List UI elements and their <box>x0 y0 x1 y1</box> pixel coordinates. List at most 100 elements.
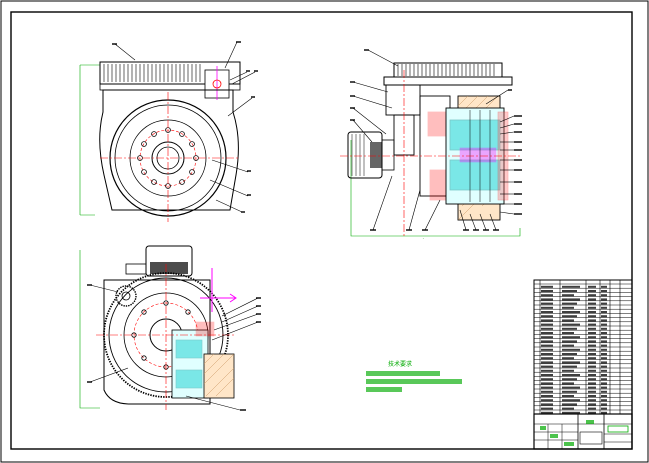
parts-list-cell-text <box>541 319 553 322</box>
parts-list-cell-text <box>562 319 574 322</box>
parts-list-cell-text <box>541 290 553 292</box>
parts-list-cell-text <box>541 382 553 385</box>
parts-list-cell-text <box>588 323 596 326</box>
parts-list-cell-text <box>588 386 596 389</box>
parts-list-cell-text <box>601 407 607 410</box>
mounting-plate-hatch <box>103 64 201 82</box>
parts-list <box>533 279 633 415</box>
parts-list-cell-text <box>588 395 596 397</box>
parts-list-cell-text <box>562 294 574 297</box>
bottom-section-hub <box>171 329 209 399</box>
parts-list-cell-text <box>541 298 553 301</box>
parts-list-cell-text <box>541 311 553 313</box>
parts-list-cell-text <box>562 311 580 313</box>
section-view-dimension-lines <box>350 140 521 237</box>
wheel-housing <box>99 89 239 211</box>
direction-arrow <box>200 268 237 312</box>
parts-list-cell-text <box>588 340 596 343</box>
parts-list-cell-text <box>541 323 553 326</box>
parts-list-cell-text <box>562 399 580 402</box>
parts-list-cell-text <box>541 336 553 339</box>
parts-list-cell-text <box>601 285 607 288</box>
parts-list-cell-text <box>541 361 553 364</box>
parts-list-cell-text <box>541 357 553 360</box>
parts-list-cell-text <box>601 348 607 351</box>
parts-list-cell-text <box>562 361 580 364</box>
parts-list-cell-text <box>541 386 553 389</box>
parts-list-cell-text <box>601 311 607 313</box>
parts-list-cell-text <box>601 361 607 364</box>
parts-list-cell-text <box>601 319 607 322</box>
parts-list-cell-text <box>562 290 577 292</box>
bottom-leaders <box>89 284 259 411</box>
parts-list-cell-text <box>588 357 596 360</box>
bottom-leader-ticks <box>87 284 261 411</box>
parts-list-cell-text <box>601 365 607 368</box>
front-leader-ticks <box>112 41 258 213</box>
parts-list-cell-text <box>601 353 607 355</box>
parts-list-cell-text <box>588 294 596 297</box>
parts-list-cell-text <box>541 327 553 330</box>
section-view: · <box>340 49 522 241</box>
parts-list-cell-text <box>562 302 577 305</box>
parts-list-cell-text <box>601 332 607 334</box>
tech-req-line-1 <box>366 371 440 376</box>
parts-list-cell-text <box>588 382 596 385</box>
parts-list-cell-text <box>601 315 607 318</box>
parts-list-cell-text <box>541 332 553 334</box>
parts-list-cell-text <box>601 357 607 360</box>
parts-list-cell-text <box>601 369 607 372</box>
parts-list-cell-text <box>562 407 574 410</box>
parts-list-cell-text <box>541 294 553 297</box>
parts-list-cell-text <box>562 382 574 385</box>
bottom-motor <box>145 245 193 277</box>
parts-list-cell-text <box>562 411 580 414</box>
parts-list-cell-text <box>588 390 596 393</box>
parts-list-cell-text <box>588 353 596 355</box>
front-leaders <box>114 41 256 213</box>
parts-list-cell-text <box>588 369 596 372</box>
parts-list-cell-text <box>541 378 553 381</box>
parts-list-cell-text <box>541 369 553 372</box>
bottom-housing <box>103 279 211 405</box>
parts-list-cell-text <box>588 319 596 322</box>
parts-list-cell-text <box>562 344 574 347</box>
parts-list-cell-text <box>588 327 596 330</box>
parts-list-cell-text <box>562 315 577 318</box>
parts-list-cell-text <box>588 361 596 364</box>
parts-list-cell-text <box>562 323 580 326</box>
pinion-gear <box>115 285 137 307</box>
parts-list-cell-text <box>562 386 580 389</box>
parts-list-cell-text <box>601 340 607 343</box>
parts-list-cell-text <box>588 298 596 301</box>
parts-list-cell-text <box>541 407 553 410</box>
tech-req-title: 技术要求 <box>388 360 412 368</box>
parts-list-cell-text <box>601 382 607 385</box>
parts-list-cell-text <box>601 323 607 326</box>
bottom-view-dimension-lines <box>79 250 100 409</box>
parts-list-cell-text <box>601 344 607 347</box>
parts-list-cell-text <box>562 298 580 301</box>
parts-list-cell-text <box>601 336 607 339</box>
parts-list-cell-text <box>601 290 607 292</box>
parts-list-cell-text <box>541 395 553 397</box>
section-leaders <box>352 49 515 231</box>
parts-list-cell-text <box>562 357 574 360</box>
parts-list-cell-text <box>541 403 553 406</box>
parts-list-cell-text <box>588 336 596 339</box>
parts-list-cell-text <box>541 390 553 393</box>
section-leader-ticks <box>350 49 522 231</box>
parts-list-cell-text <box>541 344 553 347</box>
parts-list-cell-text <box>588 403 596 406</box>
parts-list-cell-text <box>562 353 577 355</box>
parts-list-cell-text <box>541 302 553 305</box>
parts-list-cell-text <box>601 403 607 406</box>
parts-list-cell-text <box>541 340 553 343</box>
parts-list-cell-text <box>541 374 553 376</box>
parts-list-cell-text <box>588 290 596 292</box>
title-block <box>533 413 633 450</box>
technical-requirements: 技术要求 <box>366 360 462 392</box>
steering-column <box>385 84 421 116</box>
parts-list-cell-text <box>588 411 596 414</box>
